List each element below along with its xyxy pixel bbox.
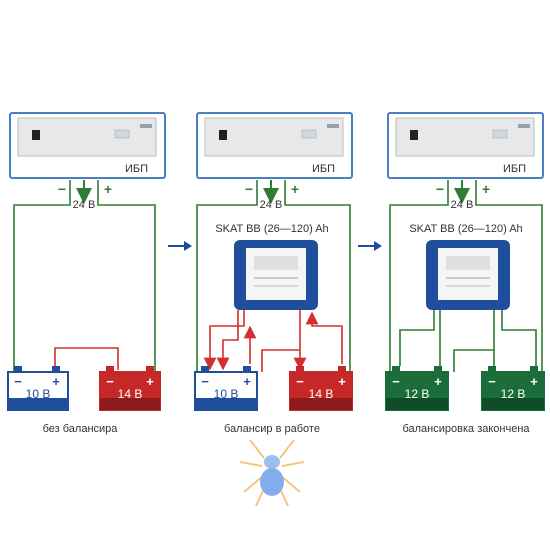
- battery-right: − + 14 В: [289, 366, 353, 411]
- ups-voltage: 24 В: [73, 199, 96, 211]
- svg-text:−: −: [14, 374, 22, 389]
- ups-plus: +: [482, 181, 490, 197]
- panel-no-balancer: ИБП − + 24 В − + 10 В − + 14 В: [7, 112, 166, 435]
- battery-left: − + 10 В: [7, 366, 69, 411]
- battery-right-voltage: 14 В: [309, 387, 334, 401]
- battery-left: − + 10 В: [194, 366, 258, 411]
- battery-left-voltage: 12 В: [405, 387, 430, 401]
- balancer-title: SKAT BB (26—120) Ah: [409, 223, 522, 235]
- ups-label: ИБП: [503, 163, 526, 175]
- panel-balancing-done: ИБП − + 24 В SKAT BB (26—120) Ah − + 1: [385, 112, 545, 435]
- spider-watermark-icon: [239, 439, 305, 507]
- ups-device: [395, 117, 535, 157]
- svg-text:−: −: [392, 374, 400, 389]
- battery-left: − + 12 В: [385, 366, 449, 411]
- battery-right: − + 14 В: [99, 366, 161, 411]
- svg-text:−: −: [201, 374, 209, 389]
- ups-voltage: 24 В: [451, 199, 474, 211]
- balancer-title: SKAT BB (26—120) Ah: [215, 223, 328, 235]
- balance-wire-5: [305, 311, 343, 364]
- svg-text:−: −: [488, 374, 496, 389]
- svg-text:+: +: [52, 374, 60, 389]
- ups-label: ИБП: [125, 163, 148, 175]
- panel-caption: балансир в работе: [224, 423, 320, 435]
- panel-caption: балансировка закончена: [402, 423, 530, 435]
- battery-right: − + 12 В: [481, 366, 545, 411]
- battery-left-voltage: 10 В: [26, 387, 51, 401]
- ups-minus: −: [436, 181, 444, 197]
- balance-wire-1: [203, 310, 245, 371]
- ups-device: [204, 117, 344, 157]
- balancer-unit: [426, 240, 510, 310]
- ups-logo-icon: [518, 124, 530, 128]
- ups-plus: +: [104, 181, 112, 197]
- ups-plus: +: [291, 181, 299, 197]
- wire-minus: [13, 180, 71, 373]
- battery-right-voltage: 14 В: [118, 387, 143, 401]
- ups-indicator-icon: [301, 129, 317, 139]
- ups-device: [17, 117, 157, 157]
- wire-series: [453, 349, 494, 372]
- svg-text:+: +: [243, 374, 251, 389]
- balance-wire-2: [216, 310, 239, 371]
- ups-switch-icon: [32, 130, 40, 140]
- ups-indicator-icon: [492, 129, 508, 139]
- battery-right-voltage: 12 В: [501, 387, 526, 401]
- ups-logo-icon: [140, 124, 152, 128]
- panel-caption: без балансира: [43, 423, 119, 435]
- panel-balancer-working: ИБП − + 24 В SKAT BB (26—120) Ah −: [194, 112, 353, 507]
- balance-wire-4: [501, 310, 537, 366]
- svg-text:−: −: [296, 374, 304, 389]
- ups-switch-icon: [410, 130, 418, 140]
- flow-arrowhead-icon: [374, 241, 382, 251]
- wire-series: [54, 347, 119, 370]
- ups-voltage: 24 В: [260, 199, 283, 211]
- balance-wire-1: [399, 310, 435, 366]
- ups-minus: −: [58, 181, 66, 197]
- svg-text:−: −: [106, 374, 114, 389]
- ups-logo-icon: [327, 124, 339, 128]
- flow-arrowhead-icon: [184, 241, 192, 251]
- svg-text:+: +: [146, 374, 154, 389]
- ups-switch-icon: [219, 130, 227, 140]
- svg-text:+: +: [434, 374, 442, 389]
- wire-series: [261, 349, 300, 372]
- balancer-unit: [234, 240, 318, 310]
- ups-label: ИБП: [312, 163, 335, 175]
- battery-left-voltage: 10 В: [214, 387, 239, 401]
- ups-minus: −: [245, 181, 253, 197]
- ups-indicator-icon: [114, 129, 130, 139]
- wire-plus: [97, 180, 156, 373]
- svg-text:+: +: [530, 374, 538, 389]
- svg-text:+: +: [338, 374, 346, 389]
